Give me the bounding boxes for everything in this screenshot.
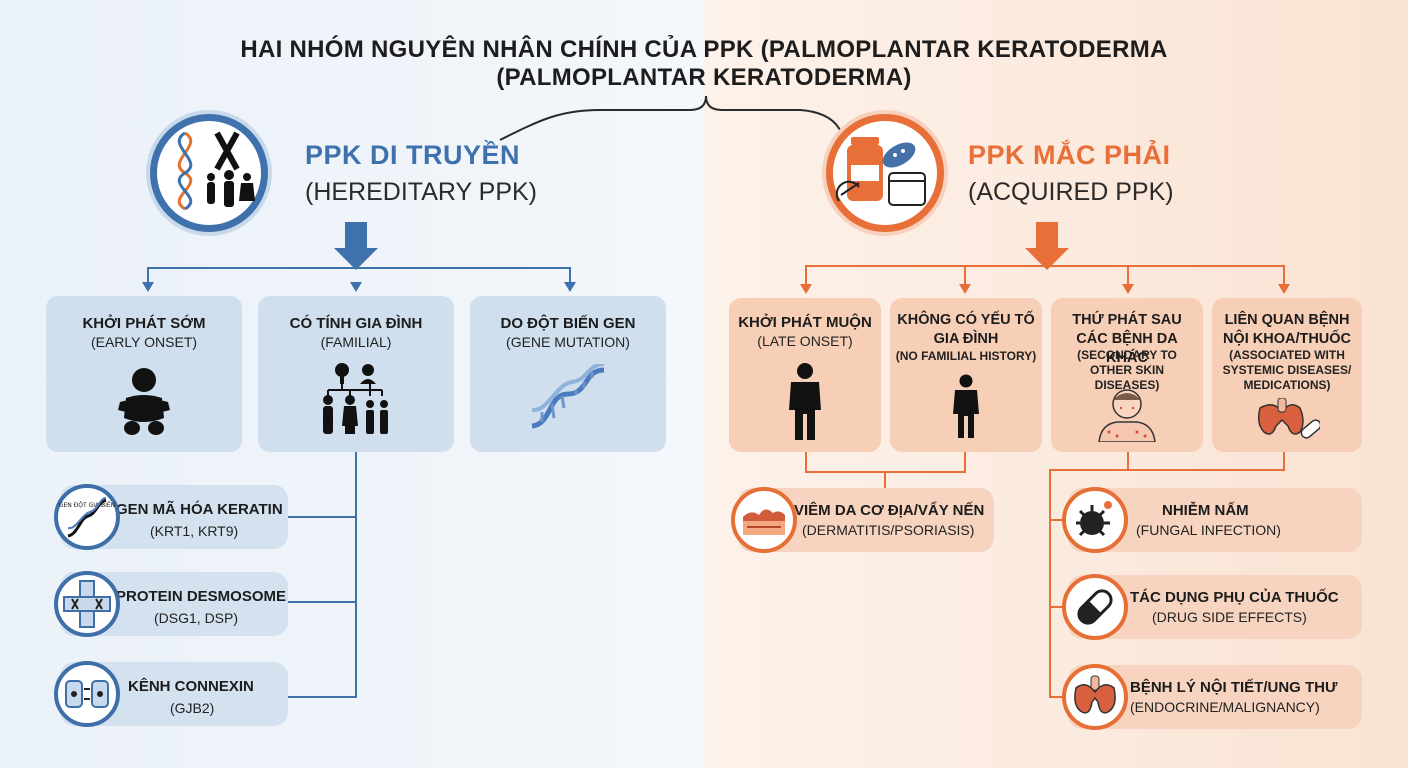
pill-title: NHIỄM NẤM <box>1162 502 1249 519</box>
card-systemic-medications: LIÊN QUAN BỆNH NỘI KHOA/THUỐC (ASSOCIATE… <box>1212 298 1362 452</box>
hereditary-title: PPK DI TRUYỀN <box>305 140 521 170</box>
card-subtitle: (LATE ONSET) <box>757 333 853 349</box>
acquired-subtitle: (ACQUIRED PPK) <box>968 178 1174 206</box>
baby-icon <box>118 368 170 435</box>
dna-sequence-icon: GEN ĐỘT GIA BIẾN <box>54 484 120 550</box>
card-title: KHỞI PHÁT MUỘN <box>738 314 872 331</box>
skin-rash-person-icon <box>1098 389 1156 442</box>
card-familial: CÓ TÍNH GIA ĐÌNH (FAMILIAL) <box>258 296 454 452</box>
pill-title: PROTEIN DESMOSOME <box>116 588 287 605</box>
card-title: CÓ TÍNH GIA ĐÌNH <box>289 315 423 332</box>
pill-title: BỆNH LÝ NỘI TIẾT/UNG THƯ <box>1130 679 1338 696</box>
acquired-title: PPK MẮC PHẢI <box>968 140 1171 170</box>
hereditary-hub-icon <box>150 114 268 232</box>
card-gene-mutation: DO ĐỘT BIẾN GEN (GENE MUTATION) <box>470 296 666 452</box>
desmosome-icon <box>54 571 120 637</box>
card-subtitle: (FAMILIAL) <box>320 334 392 350</box>
card-title: DO ĐỘT BIẾN GEN <box>500 315 636 332</box>
card-title: LIÊN QUAN BỆNH NỘI KHOA/THUỐC <box>1222 312 1352 347</box>
dna-icon <box>531 364 605 429</box>
adult-person-icon <box>789 363 821 440</box>
pill-subtitle: (ENDOCRINE/MALIGNANCY) <box>1130 699 1320 715</box>
pill-title: VIÊM DA CƠ ĐỊA/VẨY NẾN <box>794 502 985 519</box>
skin-layer-icon <box>731 487 797 553</box>
acquired-hub-icon <box>826 114 944 232</box>
card-title: THỨ PHÁT SAU CÁC BỆNH DA KHÁC <box>1072 312 1182 366</box>
pill-title: GEN MÃ HÓA KERATIN <box>116 501 283 518</box>
card-late-onset: KHỞI PHÁT MUỘN (LATE ONSET) <box>729 298 881 452</box>
capsule-icon <box>1062 574 1128 640</box>
hereditary-subtitle: (HEREDITARY PPK) <box>305 178 537 206</box>
card-subtitle: (ASSOCIATED WITH SYSTEMIC DISEASES/ MEDI… <box>1222 348 1352 392</box>
card-early-onset: KHỞI PHÁT SỚM (EARLY ONSET) <box>46 296 242 452</box>
pill-title: TÁC DỤNG PHỤ CỦA THUỐC <box>1130 589 1339 606</box>
family-tree-icon <box>323 363 388 434</box>
thyroid-icon <box>1062 664 1128 730</box>
card-subtitle: (SECONDARY TO OTHER SKIN DISEASES) <box>1077 348 1177 392</box>
connexin-channel-icon <box>54 661 120 727</box>
thyroid-pill-icon <box>1257 398 1320 439</box>
fungus-icon <box>1062 487 1128 553</box>
pill-subtitle: (DSG1, DSP) <box>154 610 239 626</box>
title-line-2: (PALMOPLANTAR KERATODERMA) <box>496 64 912 91</box>
card-secondary-skin: THỨ PHÁT SAU CÁC BỆNH DA KHÁC (SECONDARY… <box>1051 298 1203 452</box>
card-subtitle: (NO FAMILIAL HISTORY) <box>895 349 1037 363</box>
pill-subtitle: (DRUG SIDE EFFECTS) <box>1152 609 1307 625</box>
card-title: KHỞI PHÁT SỚM <box>82 315 206 332</box>
single-person-icon <box>953 374 979 438</box>
title-line-1: HAI NHÓM NGUYÊN NHÂN CHÍNH CỦA PPK (PALM… <box>240 36 1168 63</box>
pill-subtitle: (KRT1, KRT9) <box>150 523 239 539</box>
pill-subtitle: (DERMATITIS/PSORIASIS) <box>802 522 975 538</box>
pill-subtitle: (FUNGAL INFECTION) <box>1136 522 1281 538</box>
dna-sequence-label: GEN ĐỘT GIA BIẾN <box>59 501 115 509</box>
pill-title: KÊNH CONNEXIN <box>128 678 254 695</box>
card-subtitle: (GENE MUTATION) <box>506 334 630 350</box>
card-title: KHÔNG CÓ YẾU TỐ GIA ĐÌNH <box>897 312 1035 347</box>
card-subtitle: (EARLY ONSET) <box>90 334 198 350</box>
pill-subtitle: (GJB2) <box>170 700 215 716</box>
card-no-familial-history: KHÔNG CÓ YẾU TỐ GIA ĐÌNH (NO FAMILIAL HI… <box>890 298 1042 452</box>
